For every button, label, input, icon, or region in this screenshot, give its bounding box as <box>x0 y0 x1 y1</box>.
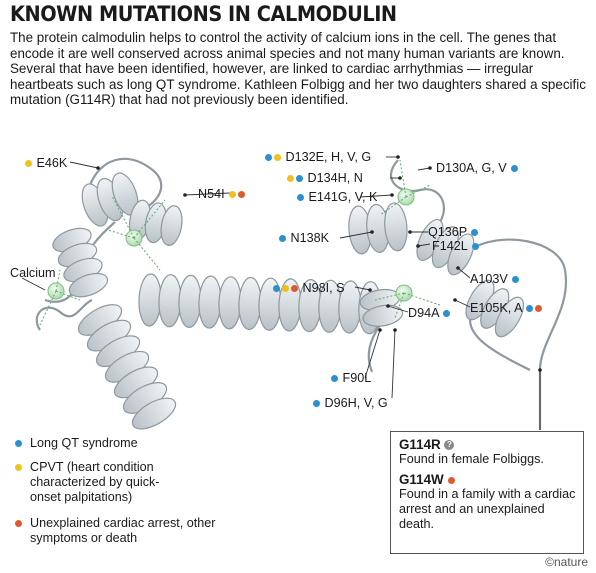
label-e46k: E46K <box>24 156 67 170</box>
long-qt-dot <box>511 165 519 173</box>
long-qt-dot <box>279 235 286 243</box>
cpvt-dot <box>229 191 237 199</box>
long-qt-dot <box>331 375 338 383</box>
figure-title: KNOWN MUTATIONS IN CALMODULIN <box>10 2 397 26</box>
arrest-dot <box>291 285 298 293</box>
label-n98i: N98I, S <box>272 281 345 295</box>
long-qt-dot <box>443 310 451 318</box>
label-d132e: D132E, H, V, G <box>264 150 371 164</box>
long-qt-dot <box>297 194 304 202</box>
label-d134h: D134H, N <box>286 171 363 185</box>
cpvt-dot <box>25 160 32 168</box>
long-qt-dot <box>15 440 22 447</box>
cpvt-dot <box>274 154 281 162</box>
callout-box: G114R ? Found in female Folbiggs. G114W … <box>390 431 584 554</box>
arrest-dot <box>535 305 543 313</box>
cpvt-dot <box>282 285 289 293</box>
label-d94a: D94A <box>408 306 451 320</box>
g114w-text: Found in a family with a cardiac arrest … <box>399 487 576 531</box>
long-qt-dot <box>265 154 272 162</box>
arrest-dot <box>238 191 246 199</box>
long-qt-dot <box>471 229 479 237</box>
long-qt-dot <box>313 400 320 408</box>
label-q136p: Q136P <box>428 225 479 239</box>
legend-arrest: Unexplained cardiac arrest, other sympto… <box>14 516 224 546</box>
label-a103v: A103V <box>470 272 520 286</box>
long-qt-dot <box>512 276 520 284</box>
g114w-heading: G114W <box>399 472 583 487</box>
arrest-dot <box>448 476 456 484</box>
question-icon: ? <box>444 440 455 451</box>
label-e105k: E105K, A <box>470 301 543 315</box>
leader-lines <box>21 156 541 430</box>
long-qt-dot <box>296 175 303 183</box>
intro-text: The protein calmodulin helps to control … <box>10 30 586 108</box>
credit: ©nature <box>545 555 588 569</box>
g114r-text: Found in female Folbiggs. <box>399 452 544 466</box>
helix-ribbons <box>52 172 525 430</box>
long-qt-dot <box>526 305 534 313</box>
label-f90l: F90L <box>330 371 371 385</box>
label-n54i: N54I <box>198 187 246 201</box>
label-n138k: N138K <box>278 231 329 245</box>
label-d130a: D130A, G, V <box>436 161 519 175</box>
label-e141g: E141G, V, K <box>296 190 377 204</box>
residue-markers <box>96 155 542 372</box>
g114r-heading: G114R ? <box>399 437 583 452</box>
arrest-dot <box>15 520 22 527</box>
long-qt-dot <box>471 243 479 251</box>
label-calcium: Calcium <box>10 266 56 280</box>
legend-cpvt: CPVT (heart condition characterized by q… <box>14 460 184 505</box>
legend-long-qt: Long QT syndrome <box>14 436 194 451</box>
coordination-lines <box>39 159 441 326</box>
label-f142l: F142L <box>432 239 480 253</box>
long-qt-dot <box>273 285 280 293</box>
cpvt-dot <box>287 175 294 183</box>
cpvt-dot <box>15 464 22 471</box>
label-d96h: D96H, V, G <box>312 396 388 410</box>
